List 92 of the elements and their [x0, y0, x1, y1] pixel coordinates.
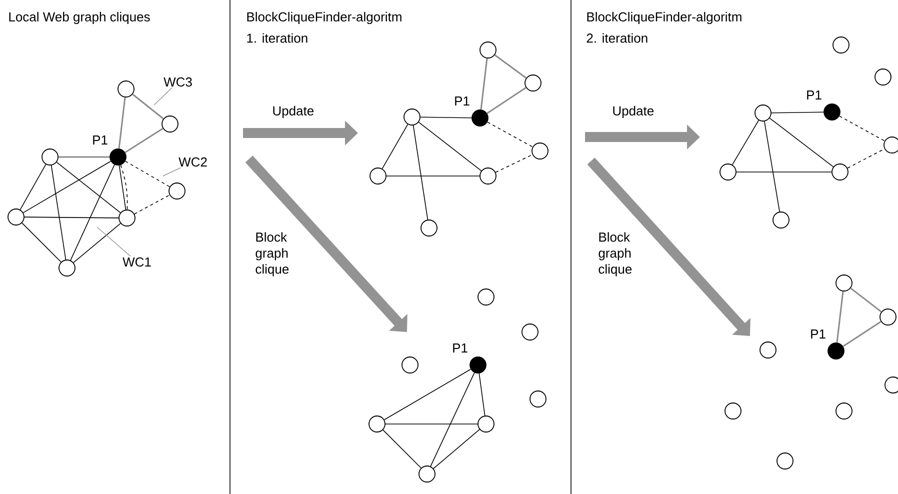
graph-node	[836, 402, 852, 420]
graph-edge	[480, 58, 488, 110]
graph-edge	[850, 288, 882, 312]
graph-edge	[382, 124, 408, 170]
graph-edge	[50, 164, 66, 260]
text-label: Update	[273, 106, 314, 118]
graph-edge	[769, 118, 834, 168]
graph-edge	[56, 162, 121, 214]
graph-edge	[412, 124, 428, 220]
node-label: P1	[93, 136, 108, 144]
node-label: P1	[811, 330, 826, 338]
graph-edge	[132, 94, 164, 120]
text-label: Block graph clique	[256, 232, 289, 276]
graph-node	[480, 42, 496, 58]
graph-edge	[382, 430, 422, 468]
graph-edge	[478, 372, 486, 416]
graph-node	[118, 210, 136, 226]
graph-node	[530, 390, 546, 408]
leader-line	[162, 167, 181, 176]
graph-edge	[433, 429, 480, 469]
node-label: P1	[453, 344, 468, 352]
graph-edge	[764, 120, 780, 212]
graph-edge	[418, 122, 482, 172]
graph-edge	[732, 120, 760, 166]
graph-edge	[494, 54, 527, 79]
graph-node	[836, 274, 852, 292]
graph-node	[162, 116, 178, 132]
graph-node	[420, 220, 438, 236]
graph-node	[370, 168, 386, 184]
graph-node	[524, 74, 542, 92]
graph-node	[776, 452, 794, 470]
graph-node	[58, 260, 76, 276]
graph-edge	[134, 194, 170, 214]
graph-node	[8, 208, 24, 226]
graph-node	[368, 416, 386, 432]
clique-label: WC1	[122, 257, 151, 267]
graph-edge	[420, 116, 472, 118]
graph-node	[720, 164, 736, 180]
graph-node	[118, 80, 134, 98]
graph-node	[168, 182, 186, 200]
graph-edge	[20, 164, 46, 210]
graph-node	[884, 136, 898, 154]
graph-node	[532, 142, 548, 160]
graph-node	[754, 104, 772, 122]
node-label: P1	[807, 90, 822, 100]
graph-node	[874, 68, 892, 86]
text-label: Local Web graph cliques	[9, 12, 150, 24]
graph-node	[478, 416, 494, 432]
clique-label: WC3	[164, 77, 192, 87]
clique-label: WC2	[178, 157, 207, 167]
text-label: BlockCliqueFinder-algoritm	[247, 12, 402, 24]
graph-node	[42, 148, 58, 166]
graph-node	[404, 108, 420, 126]
graph-edge	[495, 154, 533, 173]
graph-edge	[22, 160, 112, 214]
graph-node	[480, 168, 496, 184]
graph-node	[724, 402, 742, 420]
graph-edge	[124, 160, 170, 188]
graph-edge	[836, 291, 844, 343]
graph-edge	[118, 97, 126, 149]
graph-node	[760, 342, 776, 358]
text-label: Block graph clique	[598, 232, 632, 276]
graph-edge	[384, 368, 472, 420]
graph-edge	[22, 222, 62, 262]
text-label: 2. iteration	[586, 33, 648, 43]
graph-edge	[771, 112, 824, 114]
graph-edge	[486, 87, 526, 114]
graph-edge	[58, 156, 110, 158]
graph-edge	[430, 372, 475, 467]
graph-node	[478, 288, 494, 306]
graph-node	[832, 164, 848, 180]
graph-node	[418, 466, 436, 482]
graph-edge	[124, 128, 164, 154]
graph-node	[402, 356, 418, 374]
graph-node	[880, 308, 896, 326]
graph-node	[884, 376, 898, 394]
graph-node	[832, 36, 850, 54]
leader-line	[96, 226, 131, 257]
leader-line	[154, 87, 172, 106]
node-label: P1	[455, 96, 470, 106]
text-label: Update	[613, 106, 654, 118]
graph-edge	[842, 320, 882, 347]
graph-edge	[487, 122, 533, 148]
graph-edge	[24, 216, 119, 218]
graph-node	[522, 324, 538, 340]
text-label: BlockCliqueFinder-algoritm	[587, 12, 742, 24]
graph-edge	[847, 148, 885, 168]
graph-edge	[839, 116, 885, 142]
graph-edge	[70, 164, 115, 261]
graph-node	[772, 212, 790, 228]
text-label: 1. iteration	[247, 33, 308, 43]
graph-edge	[73, 223, 121, 263]
